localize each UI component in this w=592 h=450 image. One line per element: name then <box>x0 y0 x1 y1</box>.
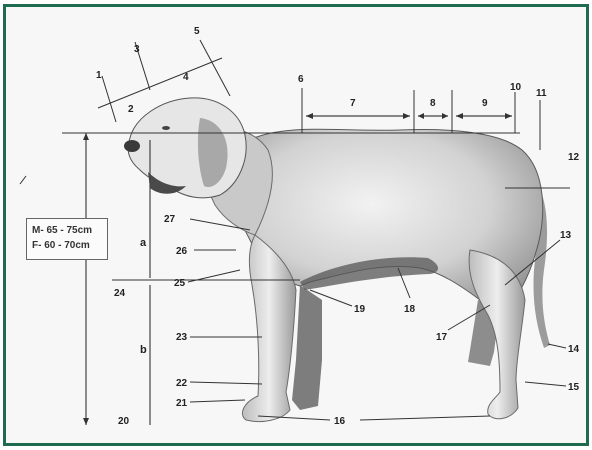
male-height-text: M- 65 - 75cm <box>32 223 107 238</box>
label-18: 18 <box>404 304 416 315</box>
label-11: 11 <box>536 88 547 99</box>
label-10: 10 <box>510 82 522 93</box>
label-20: 20 <box>118 416 130 427</box>
label-17: 17 <box>436 332 448 343</box>
label-13: 13 <box>560 230 572 241</box>
label-25: 25 <box>174 278 186 289</box>
label-8: 8 <box>430 98 436 109</box>
label-7: 7 <box>350 98 356 109</box>
height-size-box: M- 65 - 75cm F- 60 - 70cm <box>26 218 108 260</box>
label-26: 26 <box>176 246 188 257</box>
label-14: 14 <box>568 344 580 355</box>
label-16: 16 <box>334 416 346 427</box>
label-3: 3 <box>134 44 140 55</box>
label-12: 12 <box>568 152 580 163</box>
dog-silhouette <box>124 98 550 422</box>
label-a: a <box>140 237 147 249</box>
label-15: 15 <box>568 382 580 393</box>
label-22: 22 <box>176 378 188 389</box>
label-5: 5 <box>194 26 200 37</box>
letter-labels: a b <box>140 237 147 356</box>
female-height-text: F- 60 - 70cm <box>32 238 107 253</box>
label-2: 2 <box>128 104 134 115</box>
label-21: 21 <box>176 398 188 409</box>
label-27: 27 <box>164 214 176 225</box>
label-24: 24 <box>114 288 126 299</box>
label-9: 9 <box>482 98 488 109</box>
label-19: 19 <box>354 304 366 315</box>
label-23: 23 <box>176 332 188 343</box>
label-b: b <box>140 344 147 356</box>
label-1: 1 <box>96 70 102 81</box>
label-6: 6 <box>298 74 304 85</box>
label-4: 4 <box>183 72 189 83</box>
